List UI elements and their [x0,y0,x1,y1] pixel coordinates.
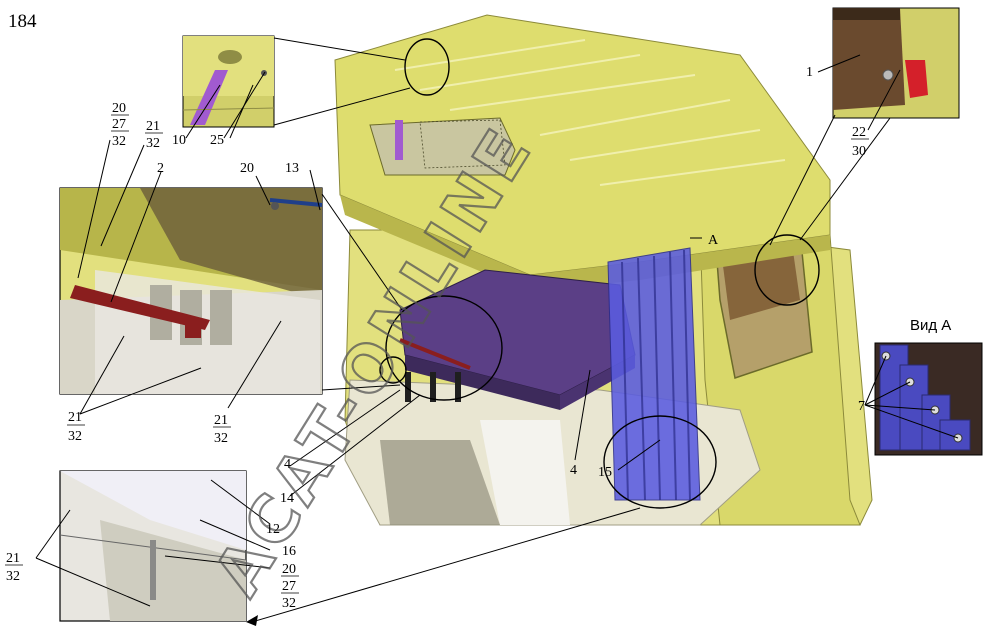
label-7: 7 [858,399,865,414]
label-14: 14 [280,491,294,506]
roof-hatch [369,117,516,176]
view-title: Вид А [910,317,951,334]
label-10: 10 [172,133,186,148]
page-number: 184 [8,11,37,32]
label-underlines [5,114,869,594]
roof-ribs [394,39,786,186]
bunk-supports [405,372,461,402]
label-32: 32 [282,596,296,611]
label-4: 4 [570,463,577,478]
curtain-folds [621,249,691,501]
label-25: 25 [210,133,224,148]
floor-tunnel [480,420,570,525]
inset-bunk-strap [59,187,323,395]
bunk-mattress-front [405,355,560,410]
label-27: 27 [282,579,296,594]
inset-bunk-edge [59,470,247,622]
detail-circles [379,38,820,509]
circle-curtain [603,415,717,509]
label-4: 4 [284,457,291,472]
circle-window [754,234,820,306]
label-20: 20 [282,562,296,577]
label-32: 32 [112,134,126,149]
label-2: 2 [157,161,164,176]
label-30: 30 [852,144,866,159]
label-12: 12 [266,522,280,537]
cab-curtain [607,247,701,501]
label-1: 1 [806,65,813,80]
leader-lines [35,37,959,626]
label-16: 16 [282,544,296,559]
label-15: 15 [598,465,612,480]
label-21: 21 [146,119,160,134]
label-21: 21 [6,551,20,566]
floor-front-block [380,440,500,525]
inset-roof-strap [182,35,275,128]
roof-front-edge [340,195,830,292]
bunk-strap [399,338,471,370]
label-20: 20 [112,101,126,116]
label-32: 32 [214,431,228,446]
label-13: 13 [285,161,299,176]
part-labels: 184 20 27 32 21 32 2 20 13 10 25 21 32 2… [6,11,951,611]
label-21: 21 [214,413,228,428]
inset-window-latch [832,7,960,119]
bunk-berth [399,269,636,410]
label-21: 21 [68,410,82,425]
circle-small [379,356,407,384]
circle-roof [404,38,450,96]
label-32: 32 [68,429,82,444]
circle-strap [385,295,503,401]
label-32: 32 [146,136,160,151]
label-32: 32 [6,569,20,584]
roof-hatch-net [419,119,506,169]
inset-view-a [874,342,983,456]
view-marker: A [708,233,719,248]
label-22: 22 [852,125,866,140]
label-20: 20 [240,161,254,176]
label-27: 27 [112,117,126,132]
curtain-body [607,247,701,501]
hatch-strap [395,120,403,160]
